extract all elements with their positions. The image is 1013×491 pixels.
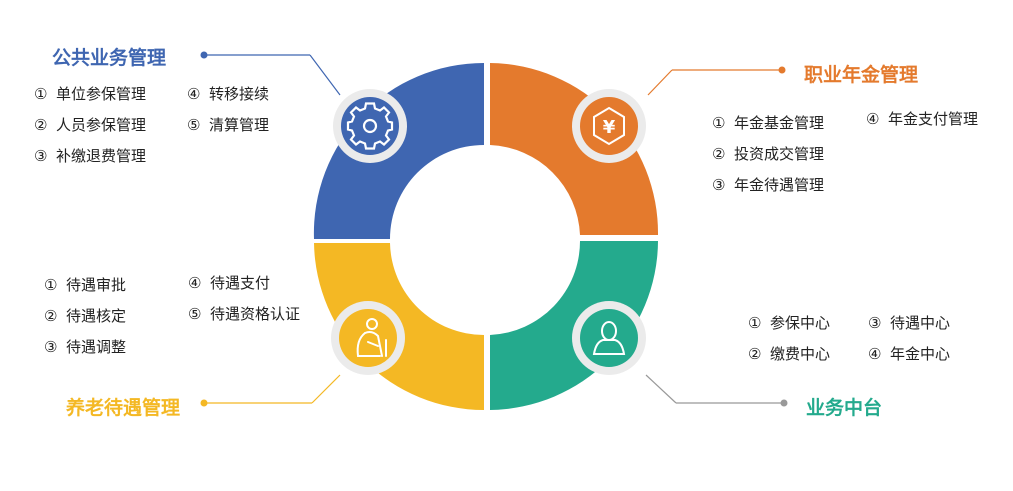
title-annuity: 职业年金管理 bbox=[804, 64, 919, 86]
icon-badge-annuity: ¥ bbox=[572, 89, 646, 163]
svg-text:¥: ¥ bbox=[603, 117, 616, 138]
title-public: 公共业务管理 bbox=[52, 47, 167, 69]
connector-platform bbox=[645, 374, 788, 407]
yen-hexagon-icon: ¥ bbox=[593, 106, 625, 146]
icon-badge-platform bbox=[572, 301, 646, 375]
title-pension: 养老待遇管理 bbox=[66, 397, 181, 419]
ring-segment-annuity bbox=[490, 63, 659, 235]
title-platform: 业务中台 bbox=[806, 397, 883, 419]
user-icon bbox=[592, 321, 626, 355]
icon-badge-public bbox=[333, 89, 407, 163]
ring-segment-public bbox=[313, 62, 484, 239]
ring-segment-platform bbox=[490, 241, 658, 410]
connector-pension bbox=[200, 374, 341, 407]
elderly-person-icon bbox=[356, 318, 387, 357]
connector-public bbox=[200, 51, 341, 96]
gear-icon bbox=[346, 102, 394, 150]
icon-badge-pension bbox=[331, 301, 405, 375]
connector-annuity bbox=[647, 66, 786, 96]
